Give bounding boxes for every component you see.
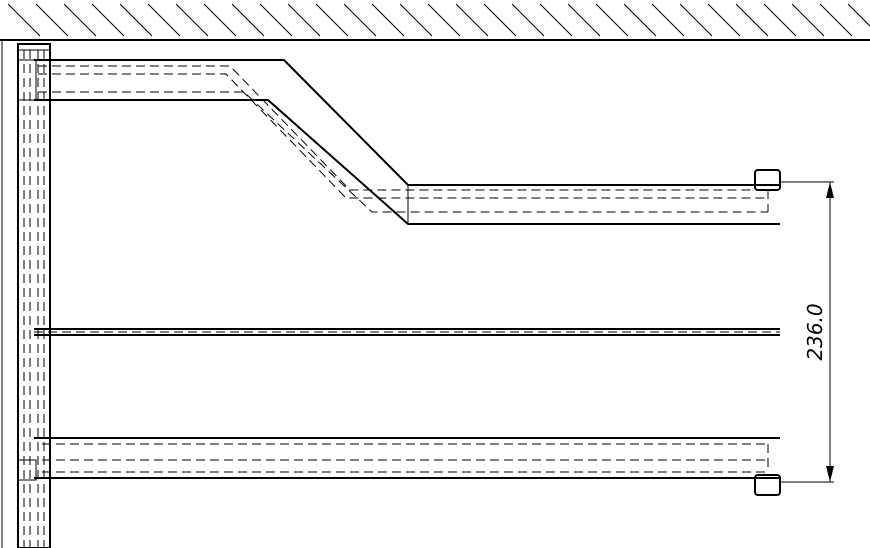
end-caps [754,169,781,496]
hatch-line [175,3,209,37]
hatch-line [63,3,97,37]
hatch-line [35,3,69,37]
hatch-line [259,3,293,37]
ceiling-hatching [7,3,870,37]
dimension-label: 236.0 [803,303,827,360]
top-end-cap [754,169,781,191]
hatch-line [707,3,741,37]
hatch-line [231,3,265,37]
hatch-line [623,3,657,37]
hatch-line [511,3,545,37]
vertical-post [17,43,51,548]
hatch-line [819,3,853,37]
hatch-line [287,3,321,37]
hatch-line [399,3,433,37]
ceiling-wall [0,3,870,41]
dimension-236: 236.0 [780,181,834,483]
bottom-end-cap [754,474,781,496]
hatch-line [343,3,377,37]
hatch-line [595,3,629,37]
hatch-line [203,3,237,37]
hatch-line [539,3,573,37]
hatch-line [91,3,125,37]
hatch-line [735,3,769,37]
middle-bar [34,328,780,336]
hatch-line [455,3,489,37]
lower-arm [17,437,780,481]
hatch-line [147,3,181,37]
hatch-line [483,3,517,37]
hatch-line [119,3,153,37]
hatch-line [7,3,41,37]
upper-cranked-arm [17,59,780,225]
hatch-line [371,3,405,37]
hatch-line [427,3,461,37]
hatch-line [315,3,349,37]
hatch-line [791,3,825,37]
hatch-line [763,3,797,37]
hatch-line [679,3,713,37]
hatch-line [567,3,601,37]
hatch-line [847,3,870,27]
hatch-line [651,3,685,37]
